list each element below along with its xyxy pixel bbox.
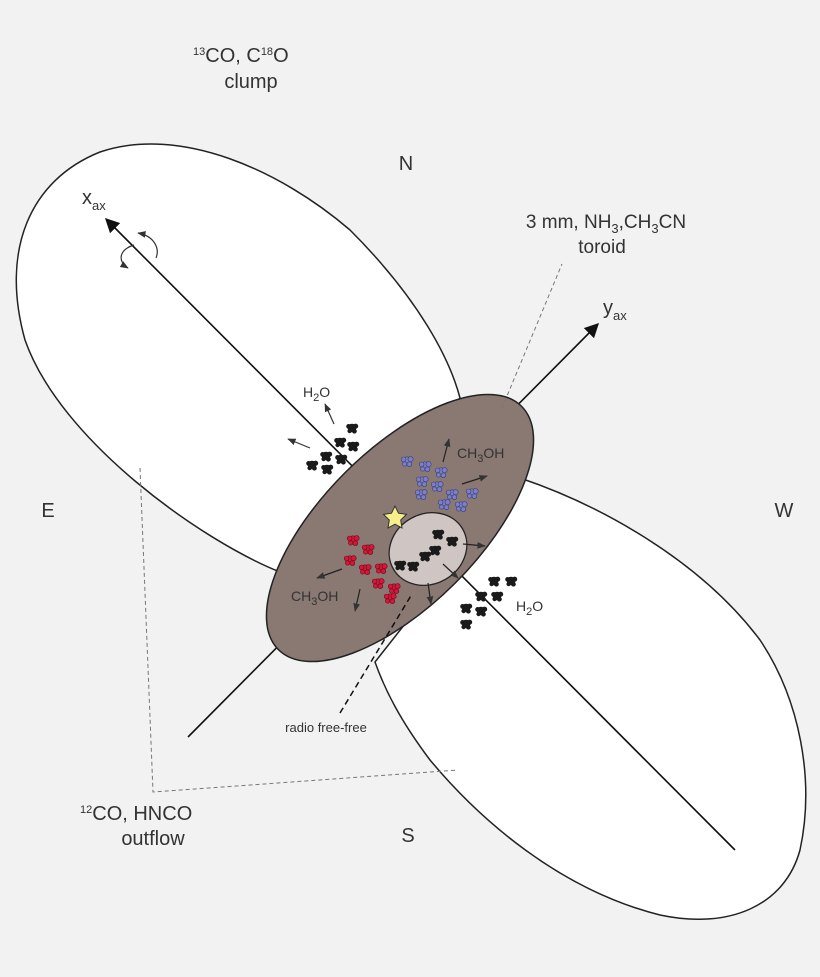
radio-core-ellipse	[388, 512, 468, 586]
east-label: E	[41, 500, 54, 522]
rotation-arrow-upper	[137, 231, 158, 259]
south-label: S	[401, 825, 414, 847]
north-label: N	[399, 153, 413, 175]
y-axis-label: yax	[603, 297, 627, 323]
outflow-label-line2: outflow	[121, 828, 185, 850]
x-axis-label: xax	[82, 187, 106, 213]
radio-free-free-label: radio free-free	[285, 720, 367, 735]
water-upper-arrow-up	[324, 403, 335, 425]
core-arrow-right	[462, 541, 486, 549]
blue-arrow-right	[461, 475, 488, 485]
water-label-upper: H2O	[303, 384, 330, 404]
west-label: W	[775, 500, 794, 522]
water-label-lower: H2O	[516, 598, 543, 618]
toroid-label-line2: toroid	[578, 237, 626, 258]
clump-label-line2: clump	[224, 71, 277, 93]
outflow-lobe-ne	[15, 143, 461, 573]
toroid-leader-line	[501, 263, 563, 409]
red-arrow-left	[316, 568, 343, 579]
protostar-star	[382, 504, 408, 529]
outflow-label-line1: 12CO, HNCO	[80, 803, 192, 825]
water-upper-arrow-left	[287, 438, 311, 449]
radio-leader-line	[339, 593, 413, 714]
red-arrow-down	[353, 588, 361, 612]
rotation-arrow-lower	[119, 244, 135, 269]
clump-label-line1: 13CO, C18O	[193, 45, 289, 67]
outflow-leader-lines	[139, 467, 459, 793]
toroid-label-line1: 3 mm, NH3,CH3CN	[526, 212, 686, 236]
methanol-label-upper: CH3OH	[457, 445, 504, 465]
core-arrow-down	[426, 582, 434, 605]
outflow-lobe-sw	[374, 477, 807, 920]
methanol-label-lower: CH3OH	[291, 588, 338, 608]
blue-arrow-up	[442, 438, 451, 463]
core-arrow-down-right	[442, 563, 459, 579]
